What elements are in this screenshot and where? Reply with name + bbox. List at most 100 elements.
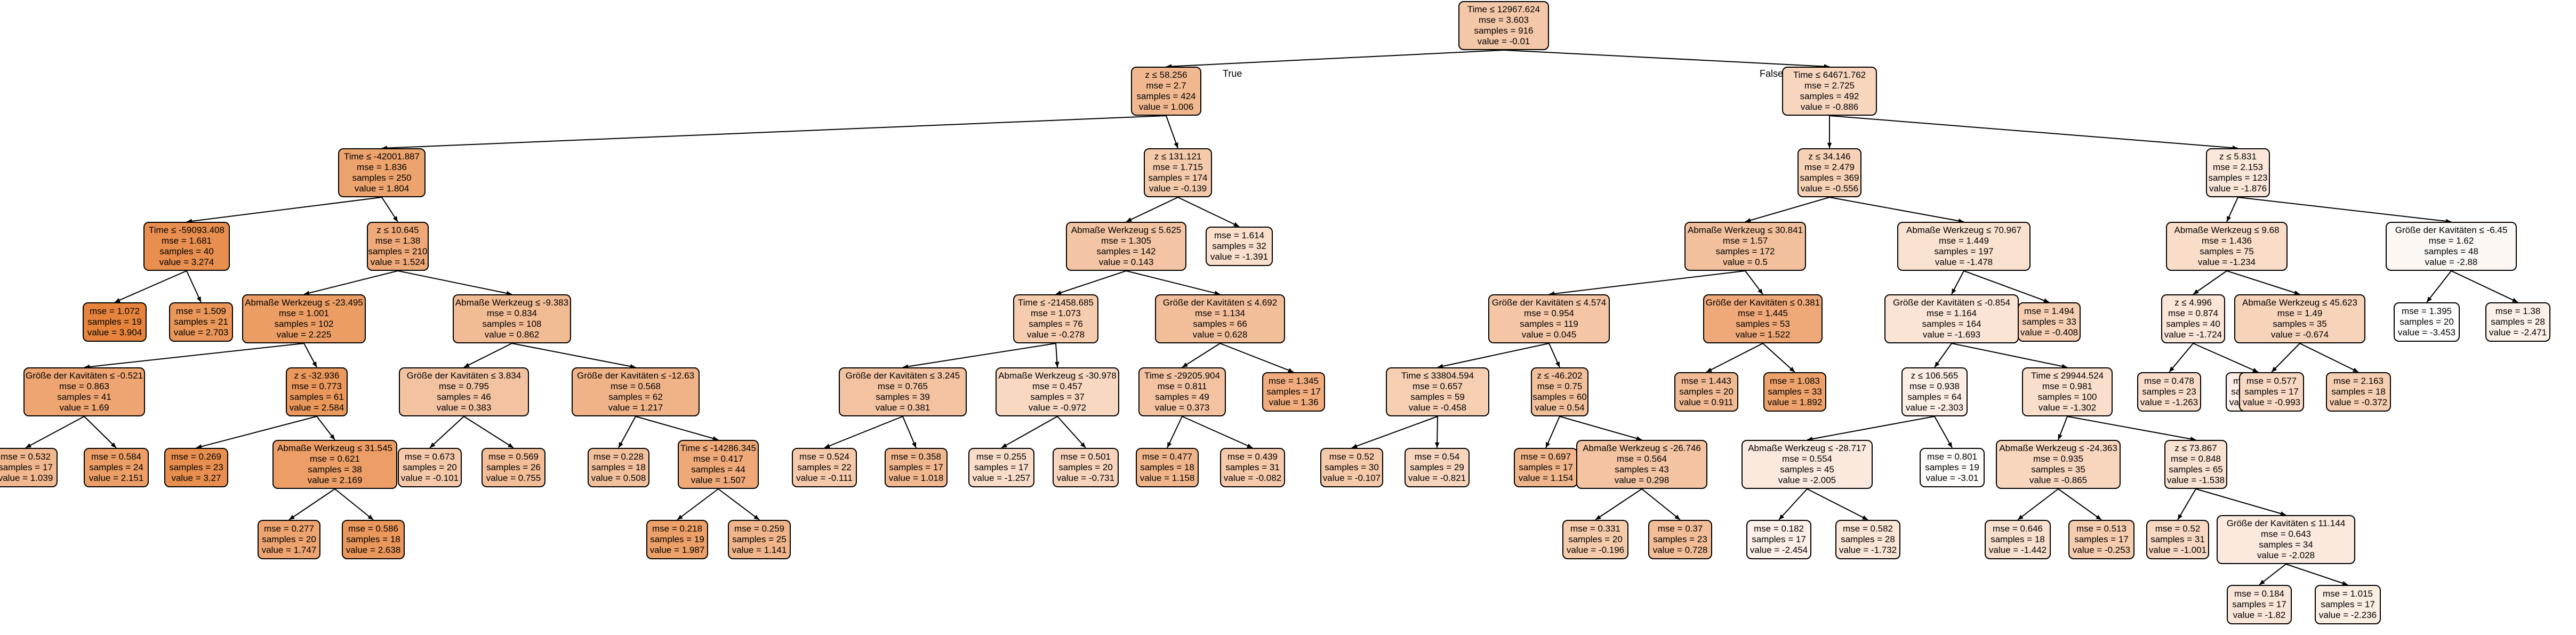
node-text-line: samples = 35 [2031, 464, 2085, 475]
node-text-line: mse = 0.259 [734, 524, 785, 534]
node-text-line: samples = 142 [1096, 246, 1156, 256]
node-text-line: samples = 174 [1148, 173, 1208, 183]
tree-edge [718, 488, 760, 520]
node-text-line: Abmaße Werkzeug ≤ -28.717 [1748, 443, 1866, 453]
node-text-line: value = 0.911 [1679, 397, 1734, 407]
node-text-line: Größe der Kavitäten ≤ 4.692 [1162, 298, 1278, 308]
edge-arrowhead [1001, 443, 1007, 448]
node-text-line: value = -1.538 [2166, 475, 2225, 485]
tree-edge [2193, 343, 2259, 373]
node-text-line: mse = 0.981 [2042, 381, 2093, 391]
node-text-line: z ≤ 34.146 [1808, 151, 1851, 162]
tree-edge [1001, 416, 1058, 448]
node-text-line: z ≤ 73.867 [2174, 443, 2217, 453]
tree-edge [1182, 343, 1221, 368]
node-text-line: samples = 19 [87, 317, 142, 327]
node-text-line: value = -1.876 [2209, 183, 2267, 194]
node-text-line: value = 1.154 [1518, 473, 1574, 483]
edge-arrowhead [2342, 581, 2348, 585]
node-text-line: mse = 1.49 [2277, 308, 2323, 318]
node-text-line: Größe der Kavitäten ≤ 3.834 [406, 371, 521, 381]
tree-edge [2451, 270, 2518, 303]
edge-arrowhead [2227, 216, 2232, 222]
node-text-line: samples = 18 [1991, 534, 2045, 544]
node-text-line: Abmaße Werkzeug ≤ 70.967 [1906, 225, 2021, 235]
node-text-line: z ≤ -46.202 [1537, 371, 1583, 381]
tree-edge [1951, 343, 2068, 368]
node-text-line: mse = 1.38 [375, 236, 421, 246]
tree-edge [288, 488, 335, 520]
node-text-line: mse = 2.7 [1146, 81, 1186, 91]
node-text-line: mse = 0.277 [263, 524, 315, 534]
node-text-line: Time ≤ 33804.594 [1401, 371, 1474, 381]
node-text-line: samples = 32 [1212, 241, 1266, 251]
node-text-line: Größe der Kavitäten ≤ 3.245 [845, 371, 960, 381]
edge-arrowhead [1706, 367, 1712, 372]
node-text-line: samples = 46 [437, 392, 491, 402]
edge-arrowhead [912, 442, 916, 448]
tree-edge [1778, 488, 1808, 520]
node-text-line: mse = 1.62 [2428, 236, 2474, 246]
true-branch-label: True [1223, 68, 1242, 79]
node-text-line: mse = 2.725 [1804, 81, 1855, 91]
edge-arrowhead [196, 296, 201, 302]
node-text-line: mse = 0.417 [693, 454, 744, 464]
node-text-line: samples = 41 [57, 392, 111, 402]
tree-edge [2067, 416, 2196, 440]
node-text-line: mse = 0.532 [0, 452, 51, 462]
node-text-line: value = -1.263 [2140, 397, 2198, 407]
node-text-line: mse = 0.569 [488, 452, 539, 462]
node-text-line: mse = 0.513 [2076, 524, 2127, 534]
node-text-line: value = -0.821 [1408, 473, 1466, 483]
node-text-line: samples = 916 [1474, 26, 1534, 36]
edge-arrowhead [2096, 515, 2101, 520]
edge-arrowhead [1745, 218, 1751, 223]
node-text-line: samples = 18 [346, 534, 400, 544]
node-text-line: value = 3.274 [159, 257, 214, 267]
edge-arrowhead [1126, 217, 1132, 222]
node-text-line: samples = 21 [174, 317, 228, 327]
node-text-line: samples = 40 [2166, 319, 2220, 329]
node-text-line: value = 0.143 [1098, 257, 1154, 267]
tree-edge [902, 343, 1056, 368]
node-text-line: mse = 0.52 [1329, 452, 1375, 462]
tree-edge [1595, 488, 1642, 520]
node-text-line: value = 0.383 [436, 403, 492, 413]
edge-arrowhead [2427, 296, 2432, 302]
tree-edge [114, 270, 187, 303]
node-text-line: value = -0.408 [2020, 327, 2079, 337]
node-text-line: value = 0.728 [1652, 545, 1708, 555]
node-text-line: samples = 23 [2142, 387, 2196, 397]
node-text-line: mse = 0.478 [2144, 376, 2195, 386]
node-text-line: mse = 1.38 [2495, 306, 2541, 316]
node-text-line: samples = 44 [691, 464, 745, 475]
tree-edge [902, 416, 917, 448]
edge-arrowhead [1182, 362, 1188, 367]
node-text-line: mse = 0.773 [291, 381, 342, 391]
node-text-line: value = 3.27 [171, 473, 221, 483]
edge-arrowhead [1947, 442, 1952, 448]
node-text-line: samples = 123 [2208, 173, 2268, 183]
node-text-line: value = 2.638 [346, 545, 401, 555]
node-text-line: samples = 172 [1715, 246, 1775, 256]
edge-arrowhead [1438, 364, 1443, 369]
node-text-line: mse = 0.218 [652, 524, 703, 534]
edge-arrowhead [1233, 222, 1239, 227]
node-text-line: samples = 60 [1532, 392, 1587, 402]
node-text-line: samples = 24 [89, 462, 143, 472]
tree-edge [1934, 416, 1953, 448]
